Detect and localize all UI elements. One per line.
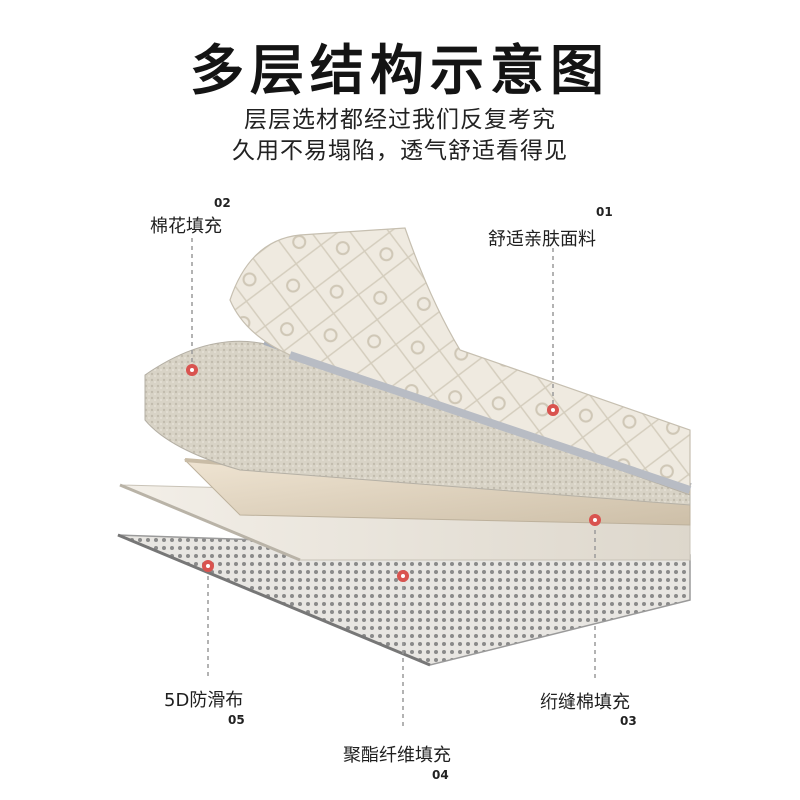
- layer-03-label: 绗缝棉填充: [540, 692, 630, 713]
- layer-02-number: 02: [214, 196, 231, 210]
- layer-01-fabric: [229, 227, 692, 494]
- layer-04-label: 聚酯纤维填充: [343, 745, 451, 766]
- leader-lines: [191, 238, 596, 730]
- layer-02-label: 棉花填充: [150, 216, 222, 237]
- layer-03-number: 03: [620, 714, 637, 728]
- marker-05: [202, 560, 214, 572]
- layer-01-number: 01: [596, 205, 613, 219]
- marker-03: [589, 514, 601, 526]
- marker-04: [397, 570, 409, 582]
- layer-05-label: 5D防滑布: [164, 690, 244, 711]
- layer-04-number: 04: [432, 768, 449, 782]
- page-title: 多层结构示意图: [190, 39, 610, 102]
- marker-02: [186, 364, 198, 376]
- layer-01-label: 舒适亲肤面料: [488, 229, 596, 250]
- marker-01: [547, 404, 559, 416]
- subtitle-line-1: 层层选材都经过我们反复考究: [244, 107, 556, 133]
- subtitle-line-2: 久用不易塌陷，透气舒适看得见: [232, 138, 568, 164]
- markers: [186, 364, 601, 582]
- layer-05-mesh: [117, 533, 691, 667]
- layer-05-number: 05: [228, 713, 245, 727]
